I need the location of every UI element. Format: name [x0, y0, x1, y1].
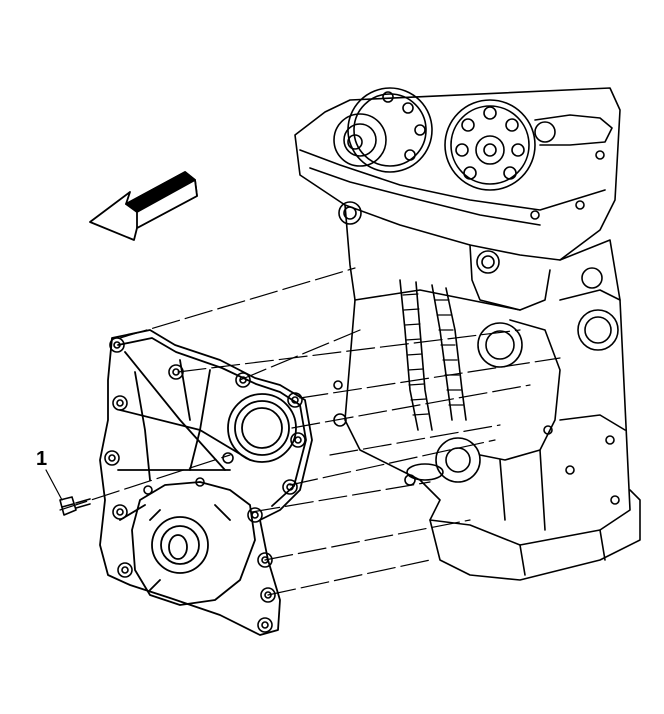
engine-front-cover — [99, 329, 313, 636]
camshaft-sprockets — [333, 87, 613, 191]
callout-label-1: 1 — [36, 448, 48, 470]
callout-leader — [45, 469, 63, 501]
cover-bolt — [59, 496, 91, 516]
alignment-lines — [59, 267, 561, 596]
engine-block — [294, 87, 641, 581]
arrow-left-icon — [89, 171, 198, 241]
timing-chain — [399, 279, 481, 483]
